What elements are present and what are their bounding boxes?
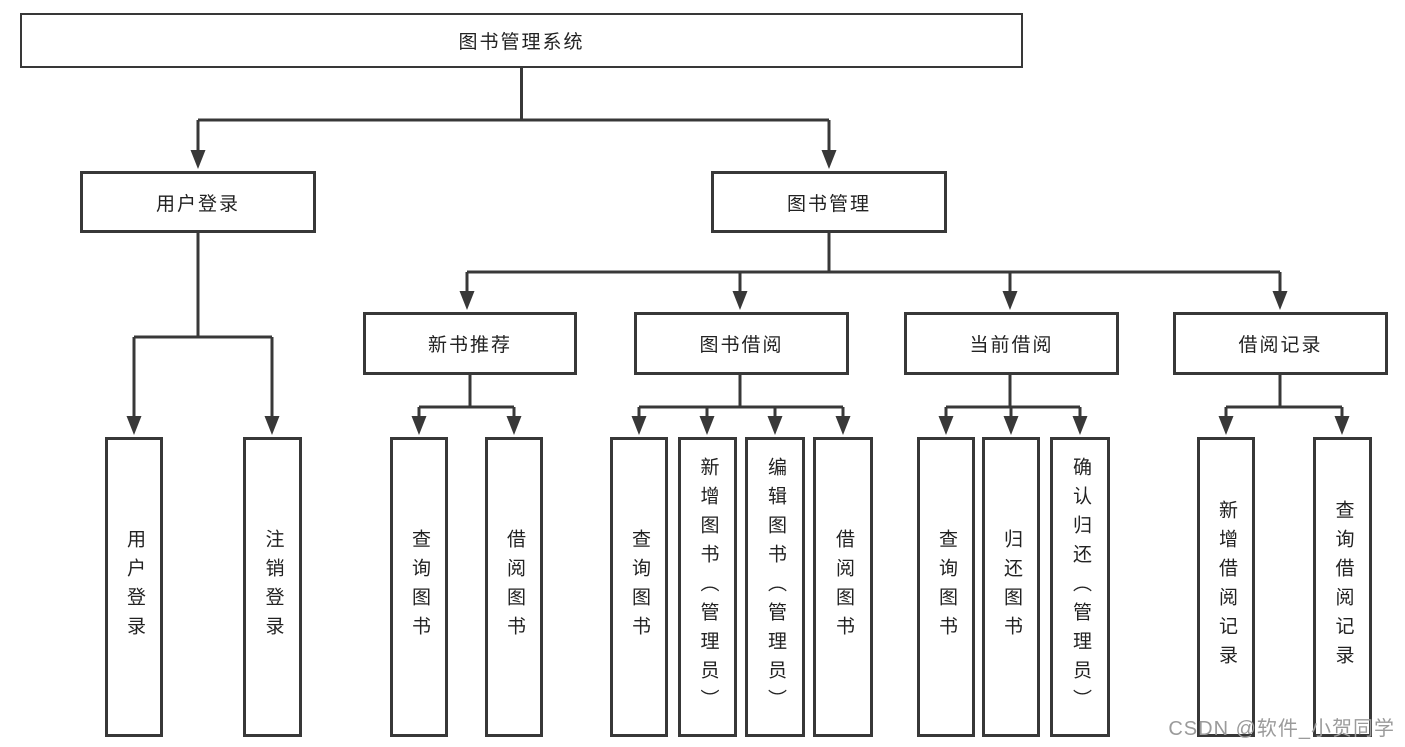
- node-book-management: 图书管理: [711, 171, 947, 233]
- node-leaf-query-books-1: 查询图书: [390, 437, 448, 737]
- node-new-book-recommendation: 新书推荐: [363, 312, 577, 375]
- node-leaf-logout-label: 注销登录: [262, 529, 284, 645]
- node-book-borrowing-label: 图书借阅: [699, 335, 784, 356]
- node-leaf-borrow-books-2-label: 借阅图书: [832, 529, 854, 645]
- node-leaf-user-login: 用户登录: [105, 437, 163, 737]
- node-leaf-query-borrow-record: 查询借阅记录: [1313, 437, 1372, 737]
- node-leaf-logout: 注销登录: [243, 437, 302, 737]
- node-leaf-query-books-2-label: 查询图书: [628, 529, 650, 645]
- node-borrowing-records: 借阅记录: [1173, 312, 1388, 375]
- node-leaf-add-book-admin: 新增图书（管理员）: [678, 437, 737, 737]
- node-leaf-confirm-return-admin: 确认归还（管理员）: [1050, 437, 1110, 737]
- node-leaf-edit-book-admin-label: 编辑图书（管理员）: [764, 456, 786, 718]
- node-new-book-recommendation-label: 新书推荐: [427, 335, 512, 356]
- node-leaf-add-book-admin-label: 新增图书（管理员）: [697, 456, 719, 718]
- node-leaf-return-books: 归还图书: [982, 437, 1040, 737]
- node-current-borrowing-label: 当前借阅: [969, 335, 1054, 356]
- node-leaf-query-borrow-record-label: 查询借阅记录: [1332, 500, 1354, 674]
- node-leaf-add-borrow-record: 新增借阅记录: [1197, 437, 1255, 737]
- node-leaf-query-books-3: 查询图书: [917, 437, 975, 737]
- node-leaf-edit-book-admin: 编辑图书（管理员）: [745, 437, 805, 737]
- node-leaf-return-books-label: 归还图书: [1000, 529, 1022, 645]
- csdn-watermark: CSDN @软件_小贺同学: [1168, 718, 1395, 740]
- node-leaf-query-books-1-label: 查询图书: [408, 529, 430, 645]
- node-leaf-borrow-books-2: 借阅图书: [813, 437, 873, 737]
- node-library-system-label: 图书管理系统: [458, 32, 585, 53]
- node-library-system: 图书管理系统: [20, 13, 1023, 68]
- node-leaf-query-books-3-label: 查询图书: [935, 529, 957, 645]
- node-leaf-query-books-2: 查询图书: [610, 437, 668, 737]
- arrowheads: [126, 150, 1350, 435]
- node-current-borrowing: 当前借阅: [904, 312, 1119, 375]
- node-leaf-user-login-label: 用户登录: [123, 529, 145, 645]
- node-leaf-confirm-return-admin-label: 确认归还（管理员）: [1069, 456, 1091, 718]
- node-book-management-label: 图书管理: [786, 193, 871, 215]
- node-leaf-add-borrow-record-label: 新增借阅记录: [1215, 500, 1237, 674]
- node-borrowing-records-label: 借阅记录: [1238, 335, 1323, 356]
- node-user-login: 用户登录: [80, 171, 316, 233]
- node-leaf-borrow-books-1: 借阅图书: [485, 437, 543, 737]
- node-user-login-label: 用户登录: [155, 193, 240, 215]
- node-leaf-borrow-books-1-label: 借阅图书: [503, 529, 525, 645]
- node-book-borrowing: 图书借阅: [634, 312, 849, 375]
